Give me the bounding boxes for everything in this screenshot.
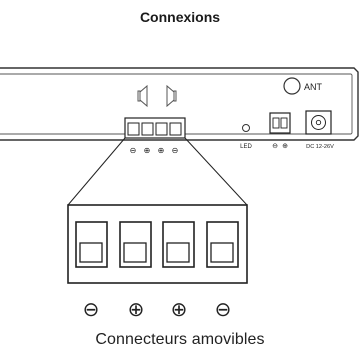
speaker-terminal-signs: ⊖ ⊕ ⊕ ⊖: [130, 146, 179, 155]
caption: Connecteurs amovibles: [95, 331, 265, 348]
speaker-icon: [137, 84, 177, 108]
page-title: Connexions: [139, 9, 221, 25]
antenna-connector: [283, 77, 301, 95]
minus-icon: ⊖: [172, 146, 179, 155]
power-terminal-block: [269, 112, 291, 134]
device-body: [0, 67, 359, 141]
enlarged-terminal-signs: ⊖ ⊕ ⊕ ⊖: [83, 299, 232, 321]
led-indicator: [242, 124, 250, 132]
dc-jack: [305, 110, 332, 135]
zoom-lines: [67, 137, 248, 206]
enlarged-terminal-block: [67, 204, 248, 284]
plus-icon: ⊕: [144, 146, 151, 155]
minus-icon: ⊖: [215, 299, 232, 321]
plus-icon: ⊕: [128, 299, 145, 321]
antenna-label: ANT: [304, 82, 323, 92]
minus-icon: ⊖: [272, 143, 278, 150]
plus-icon: ⊕: [171, 299, 188, 321]
plus-icon: ⊕: [158, 146, 165, 155]
minus-icon: ⊖: [130, 146, 137, 155]
power-label: DC 12-26V: [306, 144, 334, 150]
minus-icon: ⊖: [83, 299, 100, 321]
speaker-terminal-block: [124, 117, 186, 139]
plus-icon: ⊕: [282, 143, 288, 150]
led-label: LED: [240, 144, 252, 150]
